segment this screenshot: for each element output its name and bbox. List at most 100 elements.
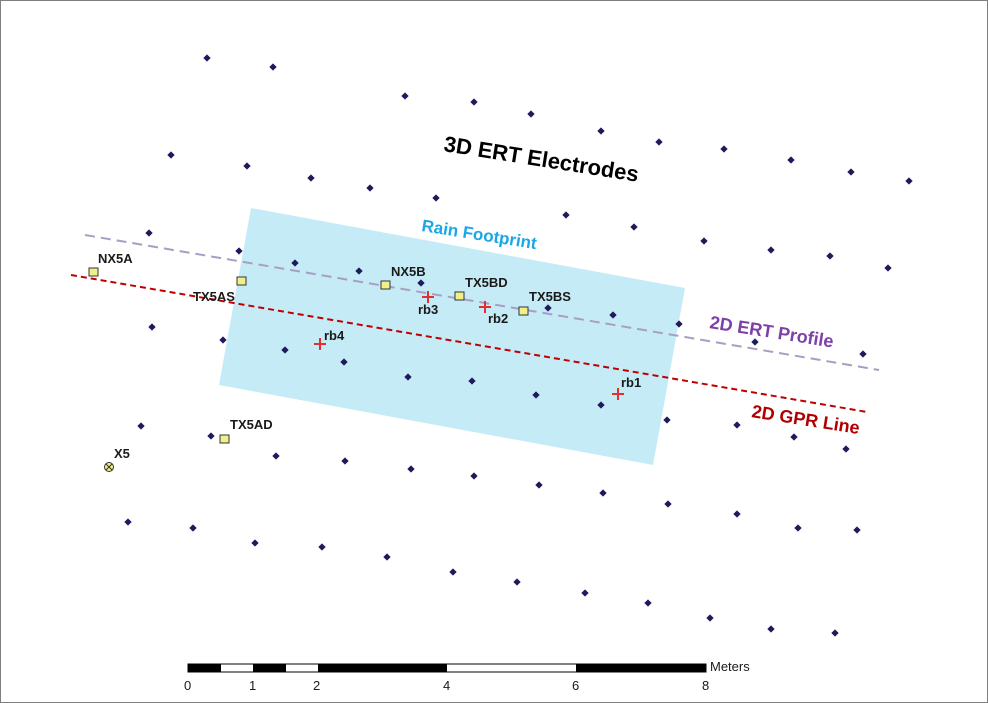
electrode-marker — [700, 237, 708, 245]
electrode-marker — [291, 259, 299, 267]
station-tx5ad: TX5AD — [219, 417, 273, 444]
electrode-marker — [243, 162, 251, 170]
station-tx5bd-label: TX5BD — [465, 275, 508, 290]
electrode-marker — [535, 481, 543, 489]
electrode-marker — [644, 599, 652, 607]
rain-bucket-rb3: rb3 — [418, 291, 438, 317]
electrode-marker — [407, 465, 415, 473]
electrode-marker — [597, 401, 605, 409]
electrode-marker — [733, 421, 741, 429]
scale-tick-1: 1 — [249, 678, 256, 693]
electrode-marker — [527, 110, 535, 118]
electrode-marker — [842, 445, 850, 453]
electrode-marker — [468, 377, 476, 385]
electrode-marker — [630, 223, 638, 231]
electrode-marker — [544, 304, 552, 312]
electrode-marker — [417, 279, 425, 287]
station-tx5as: TX5AS — [193, 276, 247, 304]
scale-bar: 0 1 2 4 6 8 Meters — [184, 659, 750, 693]
electrode-marker — [307, 174, 315, 182]
electrode-marker — [148, 323, 156, 331]
rb3-label: rb3 — [418, 302, 438, 317]
electrode-marker — [581, 589, 589, 597]
station-nx5a-label: NX5A — [98, 251, 133, 266]
electrode-marker — [599, 489, 607, 497]
electrode-marker — [124, 518, 132, 526]
station-nx5b-label: NX5B — [391, 264, 426, 279]
ert-profile-label: 2D ERT Profile — [708, 312, 835, 351]
electrode-marker — [562, 211, 570, 219]
electrode-marker — [767, 625, 775, 633]
station-tx5ad-label: TX5AD — [230, 417, 273, 432]
electrode-marker — [790, 433, 798, 441]
rb4-label: rb4 — [324, 328, 345, 343]
electrode-marker — [449, 568, 457, 576]
scale-tick-6: 6 — [572, 678, 579, 693]
electrode-grid — [124, 54, 913, 637]
scale-tick-2: 2 — [313, 678, 320, 693]
electrode-marker — [235, 247, 243, 255]
electrode-marker — [905, 177, 913, 185]
ert-profile-line — [84, 234, 880, 371]
electrode-marker — [675, 320, 683, 328]
electrode-marker — [366, 184, 374, 192]
electrode-marker — [751, 338, 759, 346]
station-x5: X5 — [104, 446, 130, 472]
electrode-marker — [272, 452, 280, 460]
electrode-marker — [847, 168, 855, 176]
electrode-marker — [355, 267, 363, 275]
electrode-marker — [281, 346, 289, 354]
electrode-marker — [859, 350, 867, 358]
electrode-marker — [767, 246, 775, 254]
electrode-marker — [404, 373, 412, 381]
electrode-marker — [720, 145, 728, 153]
electrode-marker — [663, 416, 671, 424]
electrode-marker — [167, 151, 175, 159]
electrode-marker — [189, 524, 197, 532]
station-tx5bd: TX5BD — [454, 275, 508, 301]
station-tx5as-label: TX5AS — [193, 289, 235, 304]
station-tx5bs: TX5BS — [518, 289, 571, 316]
rain-bucket-rb1: rb1 — [612, 375, 641, 400]
gpr-line — [70, 274, 868, 413]
electrode-marker — [470, 472, 478, 480]
electrode-marker — [513, 578, 521, 586]
electrode-marker — [137, 422, 145, 430]
electrode-marker — [269, 63, 277, 71]
electrode-marker — [532, 391, 540, 399]
electrode-marker — [609, 311, 617, 319]
scale-tick-4: 4 — [443, 678, 450, 693]
rain-bucket-rb2: rb2 — [479, 301, 508, 326]
station-tx5bs-label: TX5BS — [529, 289, 571, 304]
electrodes-title: 3D ERT Electrodes — [442, 131, 640, 186]
electrode-marker — [432, 194, 440, 202]
electrode-marker — [219, 336, 227, 344]
electrode-marker — [853, 526, 861, 534]
electrode-marker — [145, 229, 153, 237]
electrode-marker — [655, 138, 663, 146]
gpr-line-label: 2D GPR Line — [750, 401, 861, 438]
electrode-marker — [794, 524, 802, 532]
station-nx5b: NX5B — [380, 264, 426, 290]
electrode-marker — [251, 539, 259, 547]
electrode-marker — [401, 92, 409, 100]
electrode-marker — [341, 457, 349, 465]
electrode-marker — [884, 264, 892, 272]
electrode-marker — [664, 500, 672, 508]
electrode-marker — [207, 432, 215, 440]
rain-footprint-area — [219, 208, 685, 465]
electrode-marker — [597, 127, 605, 135]
rb2-label: rb2 — [488, 311, 508, 326]
rb1-label: rb1 — [621, 375, 641, 390]
scale-tick-8: 8 — [702, 678, 709, 693]
electrode-marker — [383, 553, 391, 561]
scale-tick-0: 0 — [184, 678, 191, 693]
electrode-marker — [470, 98, 478, 106]
scale-unit: Meters — [710, 659, 750, 674]
electrode-marker — [203, 54, 211, 62]
electrode-marker — [733, 510, 741, 518]
electrode-marker — [318, 543, 326, 551]
electrode-marker — [826, 252, 834, 260]
